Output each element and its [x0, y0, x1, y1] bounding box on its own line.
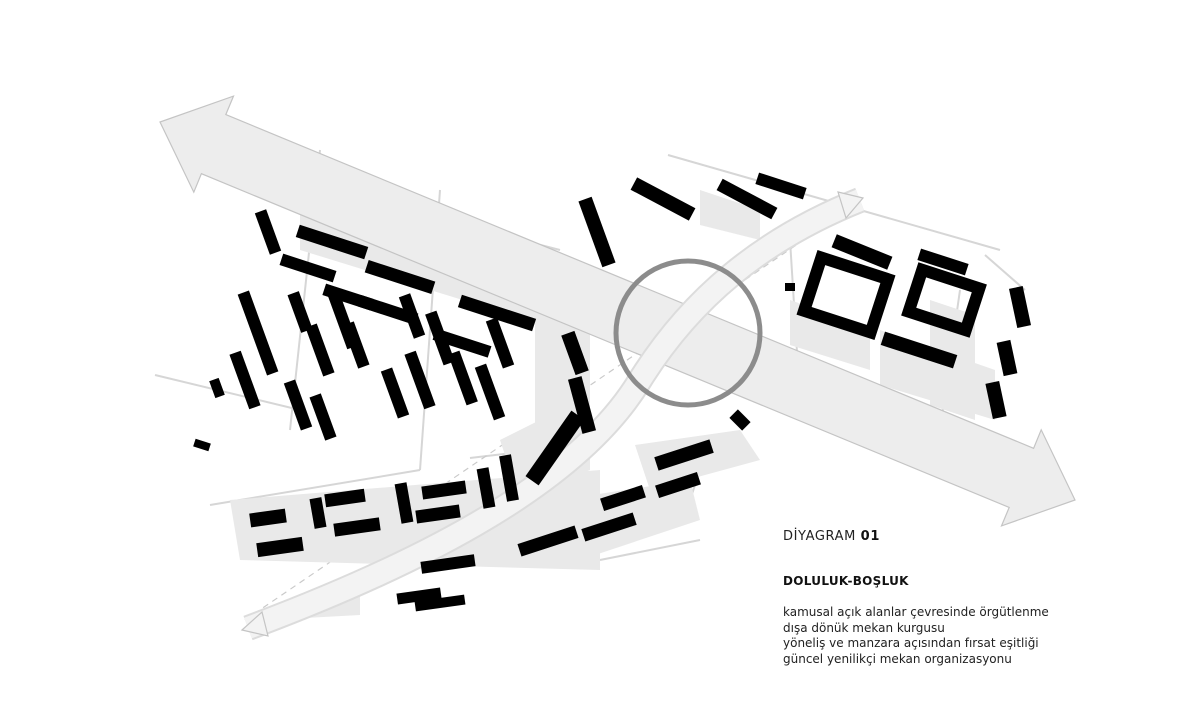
building-block — [322, 283, 374, 311]
building-block — [256, 536, 304, 558]
building-block — [917, 248, 969, 276]
building-block — [364, 260, 436, 294]
focus-circle — [613, 258, 763, 408]
building-block — [324, 488, 366, 508]
building-block — [193, 438, 211, 452]
promenade-arrowhead — [837, 191, 865, 220]
building-block — [209, 377, 225, 399]
building-block — [457, 294, 537, 332]
building-block — [415, 504, 461, 524]
buildings — [193, 172, 1032, 612]
road-line — [984, 254, 1026, 291]
building-block — [655, 472, 701, 498]
building-block — [309, 393, 337, 441]
building-block — [831, 234, 893, 270]
building-block — [404, 350, 436, 410]
building-block — [567, 376, 597, 434]
building-block — [421, 480, 467, 500]
building-block — [357, 295, 419, 325]
building-block — [396, 587, 442, 605]
building-block — [414, 594, 466, 612]
building-block — [380, 367, 410, 419]
building-block — [1008, 285, 1032, 329]
courtyard-block — [901, 262, 987, 338]
building-block — [880, 331, 958, 369]
diagram-title-word: DİYAGRAM — [783, 529, 856, 544]
building-block — [755, 172, 807, 200]
building-block — [499, 454, 519, 502]
building-block — [295, 224, 369, 260]
description-line: dışa dönük mekan kurgusu — [783, 620, 945, 635]
building-block — [283, 379, 313, 431]
road-line — [599, 539, 701, 561]
building-block — [432, 328, 492, 358]
diagram-title: DİYAGRAM 01 — [783, 529, 1183, 544]
building-block — [996, 339, 1018, 377]
building-block — [254, 209, 282, 255]
building-block — [237, 290, 279, 376]
building-block — [654, 439, 714, 471]
open-space-area — [700, 190, 760, 240]
description-line: kamusal açık alanlar çevresinde örgütlen… — [783, 605, 1049, 619]
building-block — [249, 508, 287, 528]
building-block — [985, 380, 1007, 420]
courtyard-block — [796, 249, 896, 341]
building-block — [229, 350, 261, 410]
diagram-caption: DİYAGRAM 01 DOLULUK-BOŞLUK kamusal açık … — [783, 529, 1183, 667]
building-block — [600, 485, 646, 511]
diagram-number: 01 — [860, 529, 880, 544]
building-block — [420, 554, 476, 574]
building-block — [333, 517, 381, 537]
building-block — [630, 177, 696, 221]
building-block — [279, 253, 337, 283]
building-block — [517, 525, 579, 557]
promenade-path-inner — [244, 189, 865, 639]
building-block — [485, 317, 515, 369]
building-block — [474, 363, 506, 421]
building-block — [425, 310, 455, 366]
building-block — [561, 330, 589, 376]
building-block — [476, 467, 496, 509]
building-block — [287, 291, 313, 333]
open-space-area — [635, 430, 760, 490]
description-line: güncel yenilikçi mekan organizasyonu — [783, 651, 1012, 666]
road-line — [154, 374, 301, 411]
building-block — [394, 482, 414, 524]
building-block — [785, 283, 795, 291]
building-block — [716, 178, 778, 220]
building-block — [578, 196, 616, 268]
description-line: yöneliş ve manzara açısından fırsat eşit… — [783, 636, 1039, 650]
building-block — [398, 293, 426, 339]
diagram-subtitle: DOLULUK-BOŞLUK — [783, 574, 909, 588]
building-block — [525, 410, 585, 486]
promenade-arrowhead — [240, 610, 269, 637]
building-block — [448, 350, 478, 406]
building-block — [581, 512, 637, 542]
building-block — [305, 323, 335, 377]
building-block — [342, 321, 370, 369]
diagram-description: kamusal açık alanlar çevresinde örgütlen… — [783, 605, 1183, 667]
building-block — [309, 497, 327, 529]
building-block — [729, 409, 751, 431]
